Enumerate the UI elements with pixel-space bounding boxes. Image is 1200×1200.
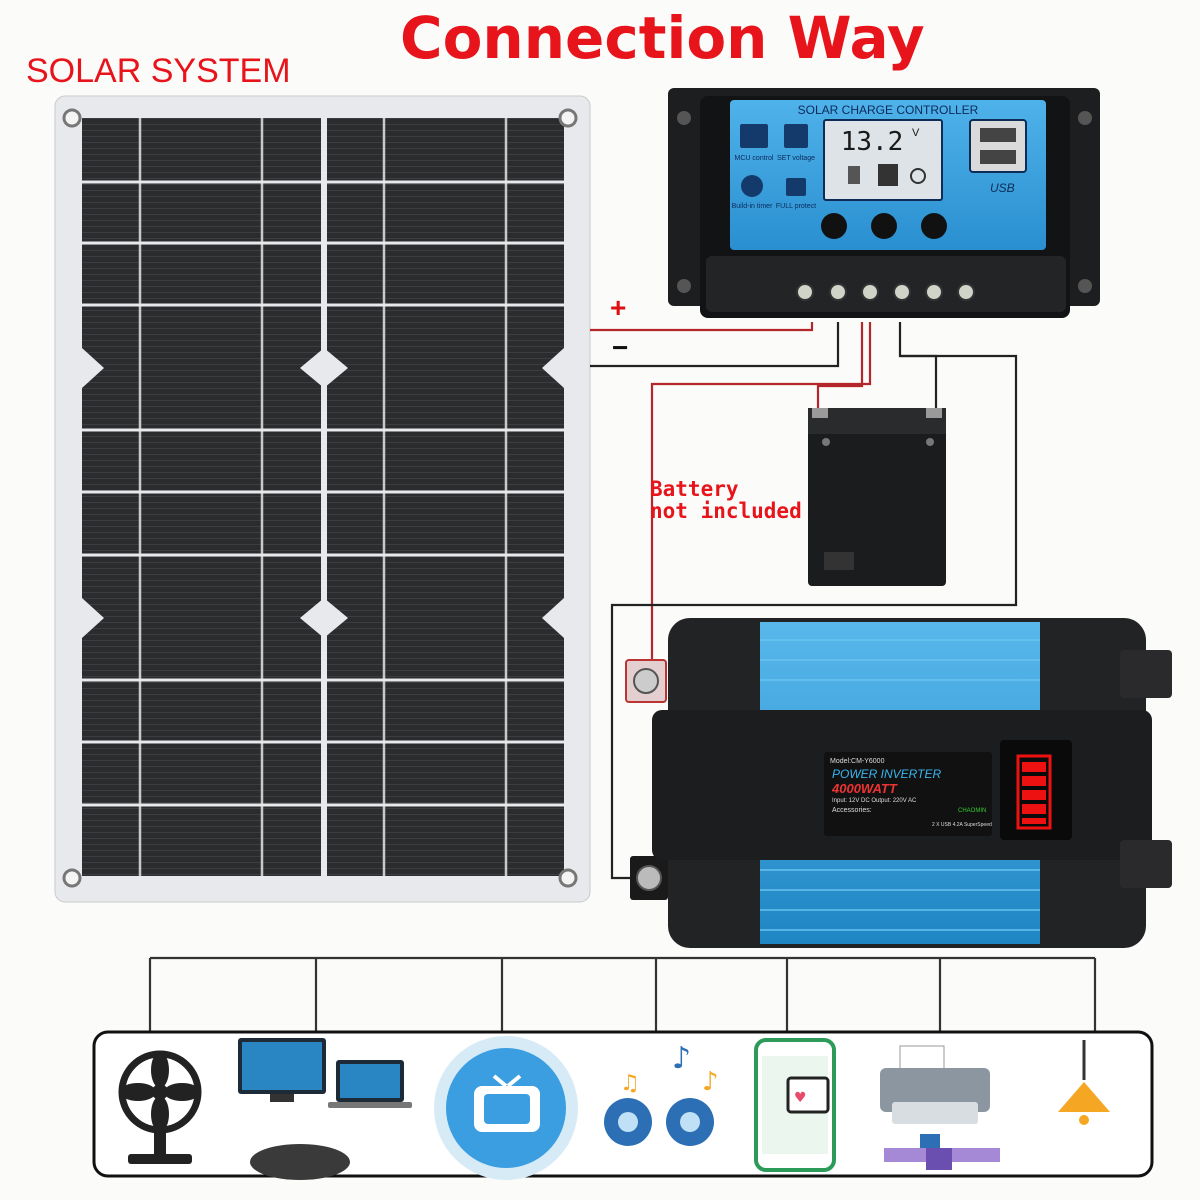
- inverter-name: POWER INVERTER: [832, 767, 941, 781]
- svg-text:♥: ♥: [794, 1090, 807, 1106]
- tv-icon: [434, 1036, 578, 1180]
- computer-icon: [238, 1038, 412, 1180]
- controller-voltage: 13.2: [841, 127, 904, 157]
- controller-voltage-unit: V: [912, 127, 920, 139]
- controller-label-timer: Build-in timer: [732, 203, 774, 210]
- mcu-icon: [740, 124, 768, 148]
- svg-text:♪: ♪: [702, 1067, 719, 1097]
- usb-label: USB: [990, 181, 1015, 195]
- negative-wire-label: −: [612, 332, 629, 363]
- speakers-icon: ♪ ♪ ♫: [604, 1041, 719, 1146]
- charge-controller: SOLAR CHARGE CONTROLLER MCU control SET …: [668, 88, 1100, 318]
- power-inverter: Model:CM-Y6000 POWER INVERTER 4000WATT I…: [625, 618, 1172, 948]
- page-subtitle: SOLAR SYSTEM: [26, 52, 291, 90]
- battery-note: Battery not included: [650, 478, 802, 522]
- usb-port-icon: [969, 119, 1027, 173]
- controller-label-mcu: MCU control: [735, 155, 774, 162]
- controller-button-up[interactable]: [871, 213, 897, 239]
- timer-icon: [741, 175, 763, 197]
- battery: [808, 408, 946, 586]
- lamp-icon: [1058, 1040, 1110, 1125]
- lock-icon: [786, 178, 806, 196]
- inverter-power: 4000WATT: [831, 781, 898, 796]
- inverter-model: Model:CM-Y6000: [830, 758, 885, 765]
- wiring: [148, 322, 1097, 1032]
- controller-terminals: [796, 283, 975, 301]
- controller-button-down[interactable]: [921, 213, 947, 239]
- phone-icon: ♥: [754, 1038, 836, 1172]
- svg-text:♪: ♪: [672, 1041, 691, 1076]
- gear-icon: [784, 124, 808, 148]
- inverter-io: Input: 12V DC Output: 220V AC: [832, 798, 917, 804]
- page-title: Connection Way: [400, 4, 925, 72]
- fan-icon: [118, 1050, 202, 1164]
- svg-text:♫: ♫: [620, 1071, 640, 1096]
- appliances-strip: ♪ ♪ ♫ ♥: [92, 1030, 1154, 1180]
- battery-note-line2: not included: [650, 499, 802, 523]
- inverter-label-plate: [824, 752, 992, 836]
- battery-note-line1: Battery: [650, 477, 739, 501]
- inverter-brand: CHAOMIN: [958, 808, 986, 814]
- inverter-accessories: Accessories:: [832, 807, 872, 814]
- inverter-usb: 2 X USB 4.2A SuperSpeed: [932, 822, 992, 828]
- controller-label-full: FULL protect: [776, 203, 816, 210]
- solar-panel: [54, 95, 591, 903]
- controller-button-menu[interactable]: [821, 213, 847, 239]
- printer-icon: [880, 1045, 1000, 1170]
- controller-heading: SOLAR CHARGE CONTROLLER: [798, 103, 979, 117]
- positive-wire-label: +: [610, 292, 627, 323]
- controller-label-set: SET voltage: [777, 155, 815, 162]
